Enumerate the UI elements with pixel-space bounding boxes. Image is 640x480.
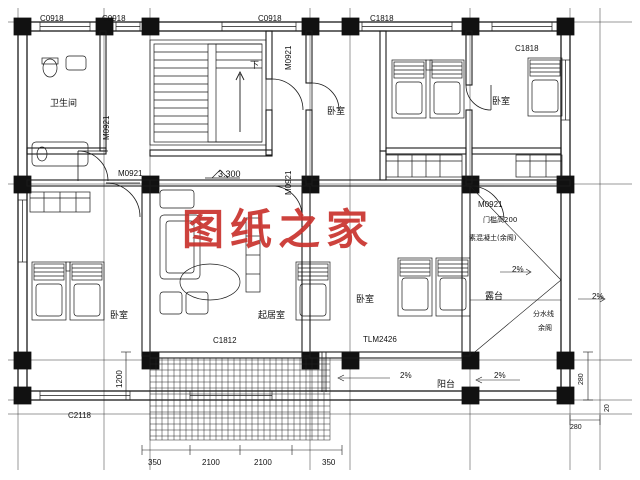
room-label-bedroom-lower-left: 卧室	[110, 311, 129, 321]
dim-bottom-2100-left: 2100	[202, 458, 220, 467]
dim-right-280-horizontal: 280	[570, 424, 582, 431]
label-water-divide-line: 分水线	[533, 310, 554, 318]
dim-bottom-350-left: 350	[148, 458, 162, 467]
note-slope-4: 2%	[494, 371, 506, 380]
room-label-terrace: 露台	[485, 292, 504, 302]
room-label-eave-area: 余阁	[538, 324, 552, 332]
room-label-living-room: 起居室	[258, 311, 286, 321]
room-label-bedroom-lower-middle: 卧室	[356, 295, 375, 305]
tag-door-m0921-3: M0921	[284, 170, 293, 195]
tag-door-m0921-4: M0921	[478, 200, 503, 209]
tag-door-m0821: M0921	[102, 115, 111, 140]
room-label-bathroom: 卫生间	[50, 99, 78, 109]
room-label-bedroom-top-middle: 卧室	[327, 107, 346, 117]
tag-door-m0921-1: M0921	[284, 45, 293, 70]
room-label-bedroom-top-right: 卧室	[492, 97, 511, 107]
tag-window-c0918-2: C0918	[102, 14, 126, 23]
tag-door-tlm2426: TLM2426	[363, 335, 397, 344]
tag-door-m0921-2: M0921	[118, 169, 143, 178]
dim-right-20: 20	[604, 404, 611, 412]
note-floor-elevation: 3.300	[218, 169, 241, 179]
tag-window-c2118: C2118	[68, 411, 91, 420]
note-threshold-height: 门槛高200	[483, 216, 518, 224]
tag-window-c1818-2: C1818	[515, 44, 539, 53]
note-plain-concrete: 素混凝土(余阁)	[469, 234, 517, 242]
tag-window-c0918-3: C0918	[258, 14, 282, 23]
tag-window-c1812: C1812	[213, 336, 237, 345]
room-label-balcony: 阳台	[437, 380, 456, 390]
dim-bottom-350-right: 350	[322, 458, 336, 467]
dim-left-1200: 1200	[115, 370, 124, 388]
note-slope-2: 2%	[592, 292, 604, 301]
note-slope-1: 2%	[512, 265, 524, 274]
tag-window-c0918-1: C0918	[40, 14, 64, 23]
tag-window-c1818-1: C1818	[370, 14, 394, 23]
dim-right-280-vertical: 280	[578, 373, 585, 385]
dim-bottom-2100-right: 2100	[254, 458, 272, 467]
note-stair-down: 下	[250, 61, 260, 71]
note-slope-3: 2%	[400, 371, 412, 380]
